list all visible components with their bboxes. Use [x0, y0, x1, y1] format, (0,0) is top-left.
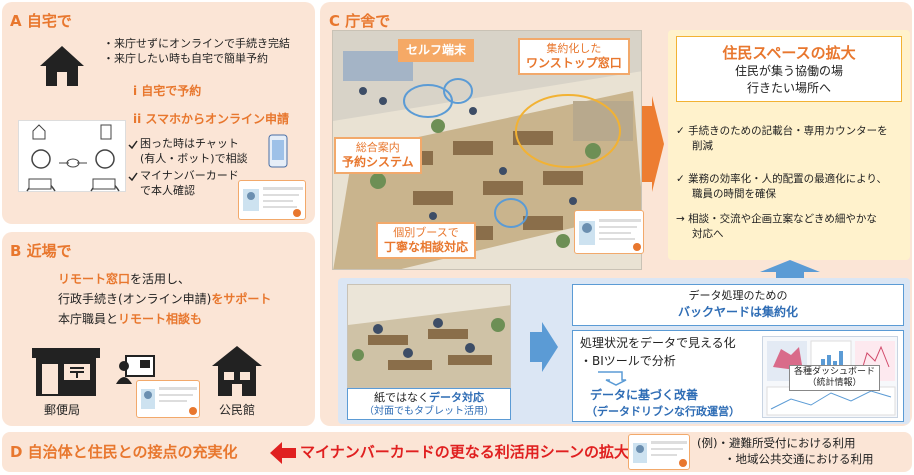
panel-a-bullet-1: ・来庁せずにオンラインで手続き完結 — [103, 37, 290, 50]
backyard-header: データ処理のための バックヤードは集約化 — [572, 284, 904, 326]
arrow-right-icon — [530, 322, 558, 372]
arrow-left-icon — [270, 442, 296, 464]
resident-space-sub-1: 住民が集う協働の場 — [734, 64, 843, 78]
my-number-card-c — [574, 210, 644, 254]
panel-a-check-4: で本人確認 — [140, 184, 195, 197]
panel-a-check-2: (有人・ボット)で相談 — [140, 152, 248, 165]
panel-d — [2, 432, 912, 472]
panel-a-check-3: マイナンバーカード — [140, 169, 239, 182]
resident-space-header: 住民スペースの拡大 住民が集う協働の場 行きたい場所へ — [676, 36, 902, 102]
data-desk-illustration — [347, 284, 511, 388]
label-onestop-window: 集約化した ワンストップ窓口 — [518, 38, 630, 75]
dashboard-illustration: 各種ダッシュボード （統計情報） — [762, 336, 898, 418]
backyard-line-2: ・BIツールで分析 — [580, 354, 676, 368]
panel-a-title: A 自宅で — [10, 12, 72, 30]
backyard-line-1: 処理状況をデータで見える化 — [580, 336, 736, 350]
panel-d-title: D 自治体と住民との接点の充実化 — [10, 443, 238, 461]
panel-b-title: B 近場で — [10, 242, 72, 260]
panel-b-line-2: 行政手続き(オンライン申請)をサポート — [58, 292, 272, 306]
community-hall-icon — [212, 346, 262, 396]
house-icon — [40, 46, 84, 86]
label-individual-booth: 個別ブースで 丁寧な相談対応 — [376, 222, 477, 259]
my-number-card-d — [628, 434, 690, 470]
video-call-icon — [116, 355, 155, 384]
panel-a-item-ii: ii スマホからオンライン申請 — [133, 112, 290, 126]
panel-c-title: C 庁舎で — [329, 12, 391, 30]
resident-check-1: ✓ 手続きのための記載台・専用カウンターを 削減 — [676, 125, 888, 152]
label-general-guide: 総合案内 予約システム — [334, 137, 422, 174]
backyard-improve-1: データに基づく改善 — [590, 388, 699, 402]
resident-space-sub-2: 行きたい場所へ — [746, 81, 831, 95]
resident-arrow-item: → 相談・交流や企画立案などきめ細やかな 対応へ — [676, 213, 877, 240]
backyard-title-1: データ処理のための — [688, 289, 788, 302]
online-consult-illustration — [18, 120, 126, 192]
arrow-right-icon — [642, 96, 664, 192]
panel-d-example-1: (例)・避難所受付における利用 — [697, 436, 856, 450]
post-office-label: 郵便局 — [44, 403, 81, 417]
panel-d-example-2: ・地域公共交通における利用 — [724, 452, 874, 466]
panel-d-banner: マイナンバーカードの更なる利活用シーンの拡大 — [300, 443, 629, 461]
arrow-down-icon — [598, 371, 627, 386]
my-number-card-a — [238, 180, 306, 220]
backyard-title-2: バックヤードは集約化 — [677, 305, 798, 319]
smartphone-icon — [268, 134, 288, 168]
label-self-terminal: セルフ端末 — [398, 39, 475, 62]
post-office-icon — [32, 348, 100, 396]
panel-a-bullet-2: ・来庁したい時も自宅で簡単予約 — [103, 52, 268, 65]
community-hall-label: 公民館 — [219, 403, 256, 417]
backyard-improve-2: （データドリブンな行政運営） — [586, 405, 740, 418]
panel-b-line-1: リモート窓口を活用し、 — [58, 272, 191, 286]
panel-b-line-3: 本庁職員とリモート相談も — [58, 312, 203, 326]
dashboard-label: 各種ダッシュボード （統計情報） — [789, 365, 881, 391]
check-icon — [128, 140, 138, 150]
resident-check-2: ✓ 業務の効率化・人的配置の最適化により、 職員の時間を確保 — [676, 173, 888, 200]
check-icon — [128, 172, 138, 182]
panel-a-check-1: 困った時はチャット — [140, 137, 239, 150]
arrow-up-icon — [760, 260, 820, 284]
paper-to-data-label: 紙ではなくデータ対応 （対面でもタブレット活用） — [347, 388, 511, 420]
panel-a-item-i: i 自宅で予約 — [133, 84, 202, 98]
resident-space-title: 住民スペースの拡大 — [722, 44, 856, 62]
my-number-card-b — [136, 380, 200, 418]
